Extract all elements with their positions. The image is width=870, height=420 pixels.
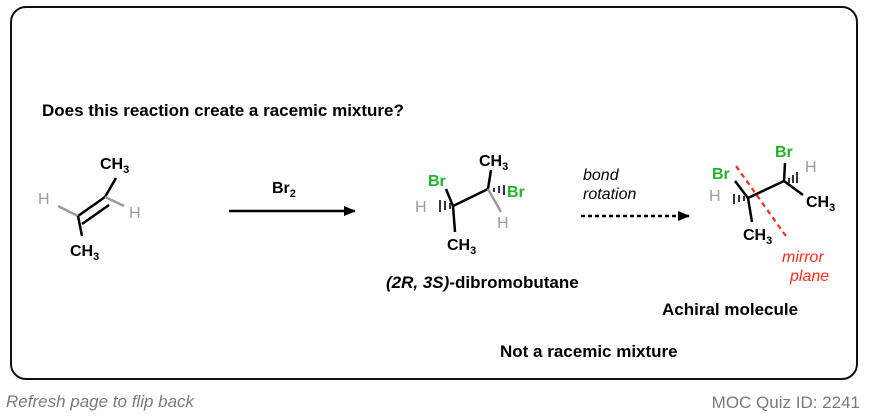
meso-conformer: Br H Br H CH3 CH3 mirror plane Achiral m… [662,144,835,319]
dash-bond-c2-h [733,194,745,204]
dash-bond-c2-h [439,200,451,212]
mirror-plane-label-line2: plane [789,268,829,285]
bond-c2-c3-double [81,203,110,226]
bond-c2-ch3 [451,205,457,233]
alkene-ch3-bottom: CH3 [70,243,99,263]
question-text: Does this reaction create a racemic mixt… [42,101,404,120]
bond-c2-h [57,204,79,218]
bond-c3-ch3 [486,169,493,190]
conformer-br-c3: Br [775,144,793,161]
product-h-c3: H [497,215,509,232]
bond-c2-ch3 [76,215,84,237]
bond-rotation-line2: rotation [583,186,636,203]
reagent-br2: Br2 [272,180,296,200]
bond-c3-h [104,195,125,208]
reaction-arrow: Br2 [229,180,356,216]
bond-c2-br [734,180,749,199]
achiral-label: Achiral molecule [662,300,798,319]
conclusion-text: Not a racemic mixture [500,342,678,361]
product-br-c2: Br [428,173,446,190]
bond-c3-ch3 [103,177,118,198]
mirror-plane-label-line1: mirror [782,249,824,266]
dash-bond-c3-h [788,172,798,183]
alkene-h-right: H [129,205,141,222]
conformer-ch3-bottom: CH3 [743,227,772,247]
refresh-hint: Refresh page to flip back [6,392,195,411]
conformer-h-c2: H [709,188,721,205]
bond-c3-ch3 [783,179,804,197]
bond-c3-h [486,188,503,213]
alkene-ch3-top: CH3 [100,156,129,176]
product-h-c2: H [415,199,427,216]
bond-c2-c3 [747,179,785,200]
product-ch3-bottom: CH3 [447,237,476,257]
conformer-ch3-right: CH3 [806,194,835,214]
bond-c2-ch3 [746,197,754,223]
bond-c2-br [444,188,455,207]
bond-c2-c3 [452,187,489,208]
dibromobutane-structure: Br H CH3 Br H CH3 (2R, 3S)-dibromobutane [386,153,579,292]
dash-bond-c3-br [493,185,505,195]
alkene-h-left: H [38,191,50,208]
mirror-plane-line [735,165,789,240]
trans-2-butene: CH3 H H CH3 [38,156,141,263]
conformer-br-c2: Br [712,166,730,183]
quiz-card [10,6,858,380]
bond-c2-c3 [77,195,106,218]
bond-rotation-line1: bond [583,167,620,184]
product-ch3-top: CH3 [479,153,508,173]
conformer-h-c3: H [805,159,817,176]
product-br-c3: Br [507,184,525,201]
product-name-label: (2R, 3S)-dibromobutane [386,273,579,292]
bond-rotation-arrow: bond rotation [581,167,690,221]
bond-c3-br [782,162,787,182]
quiz-id: MOC Quiz ID: 2241 [711,393,860,412]
